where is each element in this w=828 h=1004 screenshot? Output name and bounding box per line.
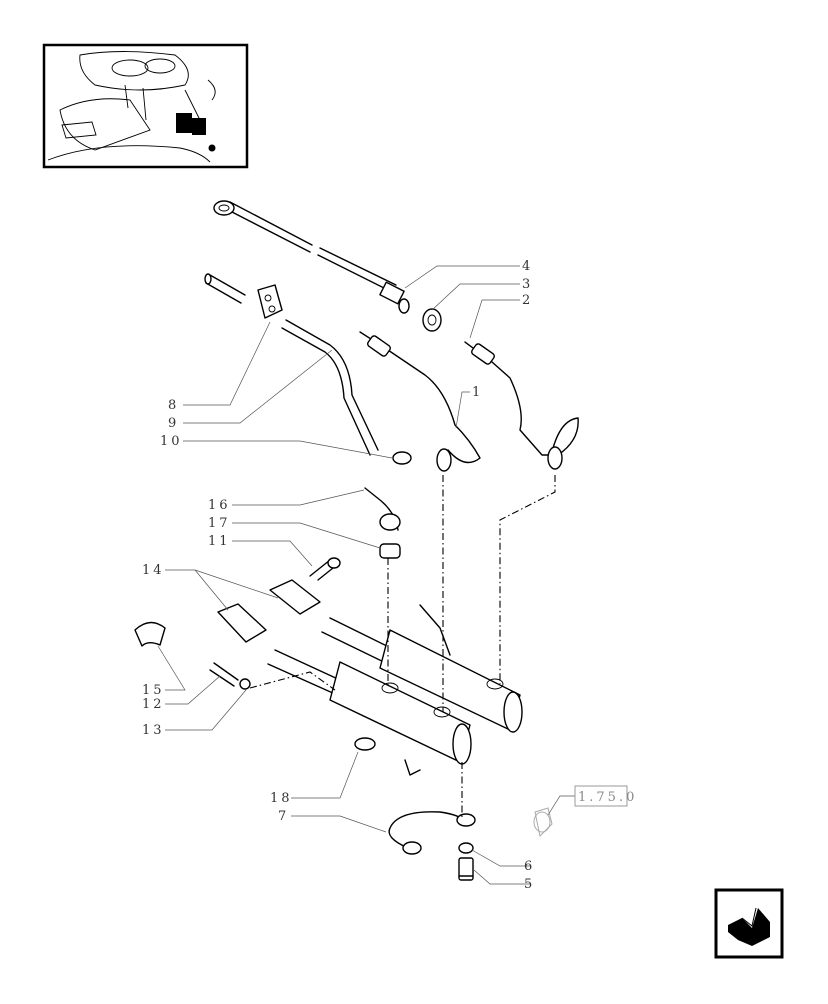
callout-9: 9	[168, 416, 179, 431]
part-8-clip	[257, 284, 283, 319]
location-thumbnail	[42, 43, 249, 169]
page-arrow-icon[interactable]	[714, 888, 784, 959]
callout-16: 16	[208, 498, 231, 513]
part-8-pin	[204, 273, 246, 304]
part-11-bolt	[309, 557, 341, 581]
part-12-screw	[209, 662, 251, 690]
part-15-dust-boot	[134, 621, 166, 647]
callout-7: 7	[278, 809, 289, 824]
callout-4: 4	[522, 259, 533, 274]
callout-5: 5	[524, 877, 535, 892]
callout-17: 17	[208, 516, 231, 531]
callout-2: 2	[522, 293, 533, 308]
part-10-hose-clamp	[392, 451, 412, 465]
callout-12: 12	[142, 697, 165, 712]
ghost-reference-fitting	[533, 807, 553, 838]
callout-labels: 4 3 2 1 8 9 10 16 17 11 14 15 12 13 18 7…	[142, 259, 535, 892]
part-9-hose	[281, 319, 379, 456]
part-3-washer	[422, 308, 442, 332]
part-4-push-rod	[213, 200, 410, 314]
callout-14: 14	[142, 563, 165, 578]
callout-18: 18	[270, 791, 293, 806]
reference-link[interactable]: 1.75.0	[574, 785, 637, 807]
tractor-pedals-icon	[47, 51, 216, 163]
callout-13: 13	[142, 723, 165, 738]
callout-leaders	[157, 265, 575, 885]
part-14-master-cylinders	[217, 579, 523, 776]
part-2-brake-pipe	[464, 341, 579, 470]
part-5-banjo-bolt	[458, 857, 474, 881]
callout-15: 15	[142, 683, 165, 698]
callout-11: 11	[208, 534, 231, 549]
callout-10: 10	[160, 434, 183, 449]
callout-3: 3	[522, 277, 533, 292]
part-1-brake-pipe	[359, 331, 481, 472]
callout-6: 6	[524, 859, 535, 874]
part-6-washer	[458, 842, 474, 854]
part-17-grommet	[379, 543, 401, 559]
reference-label: 1.75.0	[578, 790, 637, 805]
callout-1: 1	[472, 385, 483, 400]
part-18-seal-ring	[354, 737, 376, 751]
part-16-elbow-fitting	[364, 487, 401, 531]
assembly-centerlines	[249, 475, 556, 820]
callout-8: 8	[168, 398, 179, 413]
